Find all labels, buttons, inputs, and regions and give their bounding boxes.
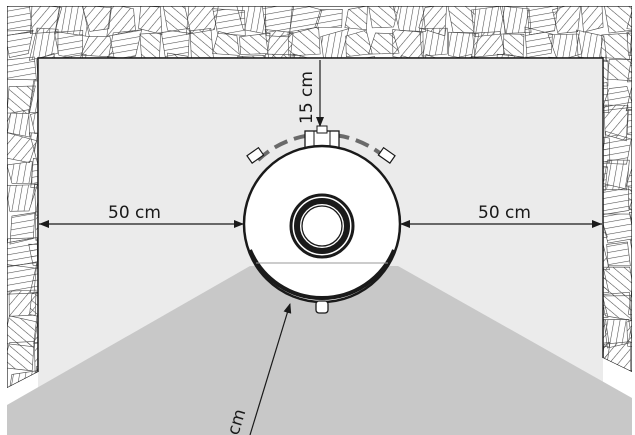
wall-hatch-cell xyxy=(287,26,321,57)
wall-hatch-cell xyxy=(627,292,632,322)
wall-hatch-cell xyxy=(628,370,632,388)
wall-hatch-cell xyxy=(602,266,632,297)
wall-hatch-cell xyxy=(344,6,368,31)
wall-hatch-cell xyxy=(7,29,34,58)
bottom-foot xyxy=(315,300,329,314)
wall-hatch-cell xyxy=(625,82,632,112)
wall-hatch-cell xyxy=(524,26,553,58)
wall-hatch-cell xyxy=(526,6,559,36)
wall-hatch-cell xyxy=(107,29,143,63)
wall-hatch-cell xyxy=(503,33,525,58)
wall-hatch-cell xyxy=(600,291,632,321)
front-clearance-arrow xyxy=(249,303,292,435)
niche-outline xyxy=(37,57,604,372)
wall-hatch-cell xyxy=(625,160,632,187)
wall-hatch-cell xyxy=(7,184,38,212)
wall-hatch-cell xyxy=(626,108,632,138)
wall-hatch-cell xyxy=(186,6,219,35)
wall-hatch-cell xyxy=(626,6,632,34)
flue-opening xyxy=(301,205,343,247)
left-clearance-label: 50 cm xyxy=(108,203,161,223)
wall-hatch-cell xyxy=(601,86,632,112)
wall-hatch-cell xyxy=(28,27,59,61)
wall-hatch-cell xyxy=(314,8,343,28)
wall-hatch-cell xyxy=(627,56,632,83)
wall-hatch-cell xyxy=(7,341,35,372)
stove xyxy=(242,125,402,314)
wall-hatch-cell xyxy=(139,32,162,61)
wall-hatch-cell xyxy=(189,28,215,63)
wall-hatch-cell xyxy=(7,85,36,114)
wall-hatch-cell xyxy=(603,6,632,34)
hinge-right xyxy=(377,146,396,164)
wall-hatch-cell xyxy=(212,31,240,56)
wall-hatch-cell xyxy=(7,109,30,138)
wall-hatch-cell xyxy=(626,313,632,348)
wall-hatch-cell xyxy=(419,27,448,57)
wall-hatch-cell xyxy=(600,32,632,60)
wall-hatch-cell xyxy=(606,241,631,267)
wall-hatch-cell xyxy=(472,31,506,58)
wall-hatch-cell xyxy=(7,56,37,81)
wall-hatch-cell xyxy=(367,6,401,29)
wall-hatch-cell xyxy=(239,32,271,55)
front-radiation-zone xyxy=(7,266,632,435)
wall-hatch-cell xyxy=(627,186,632,217)
wall-hatch-cell xyxy=(603,319,632,349)
wall-hatch-cell xyxy=(580,6,604,33)
wall-hatch-cell xyxy=(212,8,246,36)
top-clearance-label: 15 cm xyxy=(297,71,317,124)
hinge-left xyxy=(246,146,265,164)
wall-hatch-cell xyxy=(626,26,632,60)
wall-hatch-cell xyxy=(600,213,632,244)
right-clearance-label: 50 cm xyxy=(478,203,531,223)
